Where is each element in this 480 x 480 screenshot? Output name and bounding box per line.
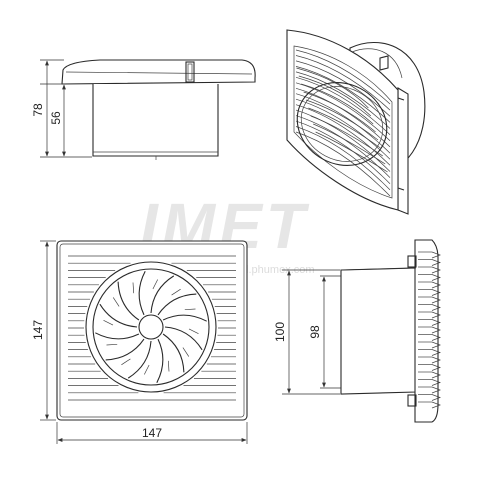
dim-side-body-height: 56 [49,111,63,125]
iso-grille-slat [296,67,369,109]
section-tooth [431,356,441,364]
grille-blade [162,314,207,322]
iso-louver-slat [295,71,391,129]
section-tooth [431,266,441,274]
grille-blade [150,275,175,314]
section-tooth [431,304,441,311]
section-tooth [431,364,441,371]
grille-blade-edge [188,328,199,335]
iso-grille-slat [313,123,386,165]
iso-grille-slat [301,83,374,125]
front-louvers [68,255,236,401]
section-tooth [431,289,441,296]
grille-blade-edge [167,360,170,372]
iso-louver-slat [295,93,391,154]
section-tooth [431,259,441,266]
grille-blade-edge [143,364,150,375]
dim-duct-inner: 98 [308,325,322,339]
grille-blade-edge [132,282,135,294]
iso-louver-slat [295,131,391,197]
watermark-url: ceil.phumex.com [232,264,315,276]
grille-blade [162,333,185,373]
section-tooth [431,386,441,394]
section-louver-profile [418,251,441,409]
section-tooth [431,251,441,259]
grille-blade-edge [112,297,120,307]
grille-blade [117,281,140,321]
iso-grille-slat [315,131,388,173]
dim-front-height: 147 [31,320,45,340]
grille-blade-edge [182,347,190,357]
iso-grille-slat [303,91,376,133]
grille-blade [157,293,197,316]
section-tooth [431,319,441,326]
iso-louver-slat [295,55,391,111]
iso-louver-slat [295,66,391,123]
grille-blade-edge [171,288,181,296]
grille-blade-edge [103,319,114,326]
isometric-louvers [295,49,391,197]
iso-louver-slat [295,120,391,184]
grille-blade [127,340,152,379]
section-tooth [431,379,441,386]
iso-louver-slat [295,87,391,148]
section-tooth [431,274,441,281]
grille-blade-edge [152,279,159,290]
section-tooth [431,401,441,409]
iso-louver-slat [295,126,391,191]
section-tooth [431,341,441,349]
iso-louver-slat [295,104,391,166]
iso-grille-slat [310,115,383,157]
grille-blade [156,338,164,383]
grille-blade [95,332,140,340]
iso-grille-slat [298,75,372,117]
section-tooth [431,394,441,401]
grille-blade-edge [184,308,196,311]
section-tooth [431,371,441,379]
iso-grille-slat [305,99,379,141]
iso-louver-slat [295,60,391,117]
section-tooth [431,349,441,356]
grille-blade-edge [121,358,131,366]
iso-louver-slat [295,109,391,172]
section-tooth [431,334,441,341]
grille-blade [105,338,145,361]
iso-louver-slat [295,76,391,135]
grille-blade [99,303,138,328]
side-view: 78 56 [31,59,256,160]
section-tooth [431,281,441,289]
iso-grille-slat [308,107,381,149]
isometric-grille [296,67,388,173]
dim-front-width: 147 [142,426,162,440]
section-tooth [431,326,441,334]
iso-louver-slat [295,82,391,142]
front-view: 147 147 [31,240,248,444]
section-tooth [431,296,441,304]
iso-louver-slat [295,49,391,105]
grille-blade-edge [106,343,118,346]
grille-blade [164,326,203,351]
isometric-view [286,29,426,215]
section-tooth [431,311,441,319]
dim-duct-outer: 100 [273,322,287,342]
grille-blade [138,271,146,316]
section-view: 100 98 [273,239,441,423]
front-grille [95,271,207,383]
dim-side-total-height: 78 [31,103,45,117]
